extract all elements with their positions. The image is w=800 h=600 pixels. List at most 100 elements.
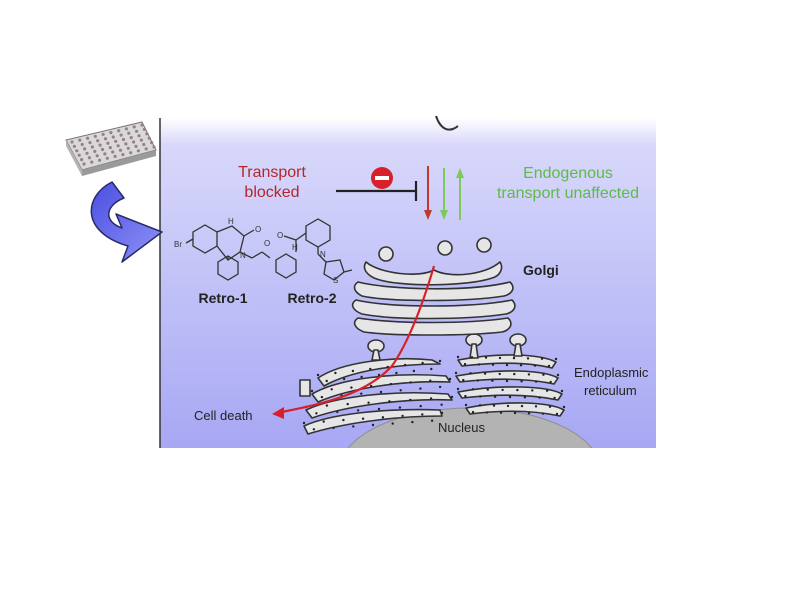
ribosome-dot (325, 379, 328, 383)
plate-well (90, 145, 94, 149)
plate-well (83, 147, 87, 151)
ribosome-dot (464, 394, 467, 398)
ribosome-dot (371, 423, 375, 427)
ribosome-dot (361, 417, 365, 420)
ribosome-dot (534, 380, 538, 383)
top-tail-decoration (435, 115, 459, 131)
retro-2-nh-label: H (292, 243, 298, 252)
plate-well (132, 125, 136, 129)
ribosome-dot (470, 356, 474, 359)
ribosome-dot (322, 420, 325, 423)
ribosome-dot (499, 411, 503, 414)
plate-well (100, 147, 105, 152)
ribosome-dot (312, 428, 316, 431)
plate-well (82, 162, 86, 166)
ribosome-dot (520, 380, 523, 383)
ribosome-dot (352, 425, 355, 428)
endogenous-label-1: Endogenous (523, 165, 613, 182)
plate-well (98, 158, 102, 162)
endoplasmic-reticulum (299, 333, 565, 435)
ribosome-dot (498, 356, 502, 360)
retro-1-structure (185, 224, 271, 281)
ribosome-dot (377, 407, 381, 411)
ribosome-dot (350, 386, 353, 389)
ribosome-dot (448, 377, 452, 381)
endogenous-up-arrowhead (456, 168, 464, 178)
plate-well (95, 154, 99, 158)
plate-well (117, 129, 121, 133)
plate-well (111, 135, 115, 139)
retro-1-nh-label: H (228, 217, 234, 226)
ribosome-dot (526, 357, 530, 360)
ribosome-dot (419, 404, 422, 408)
plate-well (118, 148, 123, 152)
retro-2-structure (275, 218, 353, 281)
ribosome-dot (471, 388, 475, 391)
plate-well (121, 137, 126, 142)
ribosome-dot (478, 404, 482, 407)
minus-circle-icon (371, 167, 393, 189)
ribosome-dot (469, 372, 472, 375)
retro-1-o2-label: O (264, 239, 270, 248)
ribosome-dot (438, 359, 442, 363)
microtiter-plate-icon (65, 121, 157, 176)
endogenous-label-2: transport unaffected (497, 185, 639, 202)
plate-well (152, 145, 156, 149)
plate-well (103, 152, 107, 156)
ribosome-dot (320, 395, 324, 399)
ribosome-dot (332, 426, 335, 430)
ribosome-dot (508, 395, 512, 399)
plate-well (103, 137, 108, 141)
ribosome-dot (547, 364, 551, 368)
ribosome-dot (440, 411, 444, 415)
ribosome-dot (419, 387, 422, 390)
ribosome-dot (486, 388, 489, 391)
plate-well (90, 160, 94, 164)
plate-well (109, 131, 113, 135)
plate-well (129, 136, 133, 140)
ribosome-dot (555, 412, 559, 416)
transport-blocked-label-1: Transport (238, 164, 306, 181)
ribosome-dot (421, 413, 424, 416)
compound-screen-arrow (90, 181, 163, 263)
ribosome-dot (464, 403, 468, 407)
ribosome-dot (527, 373, 531, 376)
ribosome-dot (421, 361, 424, 365)
plate-well (119, 133, 123, 137)
plate-well (135, 129, 139, 133)
ribosome-dot (360, 375, 363, 379)
retro-2-label: Retro-2 (287, 290, 336, 306)
ribosome-dot (531, 389, 534, 392)
ribosome-dot (484, 356, 488, 359)
ribosome-dot (346, 402, 349, 406)
plate-well (137, 134, 141, 138)
ribosome-dot (462, 378, 465, 382)
golgi-label: Golgi (523, 262, 559, 278)
plate-well (116, 144, 120, 148)
ribosome-dot (479, 395, 482, 398)
ribosome-dot (325, 404, 329, 407)
plate-well (145, 132, 149, 136)
ribosome-dot (389, 382, 393, 386)
retro-1-n-label: N (240, 251, 246, 260)
ribosome-dot (360, 392, 363, 395)
ribosome-dot (493, 395, 497, 398)
ribosome-dot (538, 396, 541, 399)
ribosome-dot (342, 418, 345, 422)
ribosome-dot (401, 414, 404, 418)
ribosome-dot (485, 411, 489, 414)
plate-well (75, 149, 79, 153)
ribosome-dot (533, 364, 537, 367)
plate-well (129, 151, 133, 155)
ribosome-dot (379, 390, 383, 394)
plate-well (72, 144, 76, 148)
plate-well (80, 158, 84, 162)
ribosome-dot (316, 373, 320, 377)
plate-well (93, 134, 97, 138)
retro-2-s-label: S (333, 276, 338, 285)
ribosome-dot (388, 400, 391, 403)
ribosome-dot (513, 411, 517, 415)
ribosome-dot (409, 398, 412, 402)
ribosome-dot (429, 379, 432, 382)
ribosome-dot (412, 369, 416, 373)
